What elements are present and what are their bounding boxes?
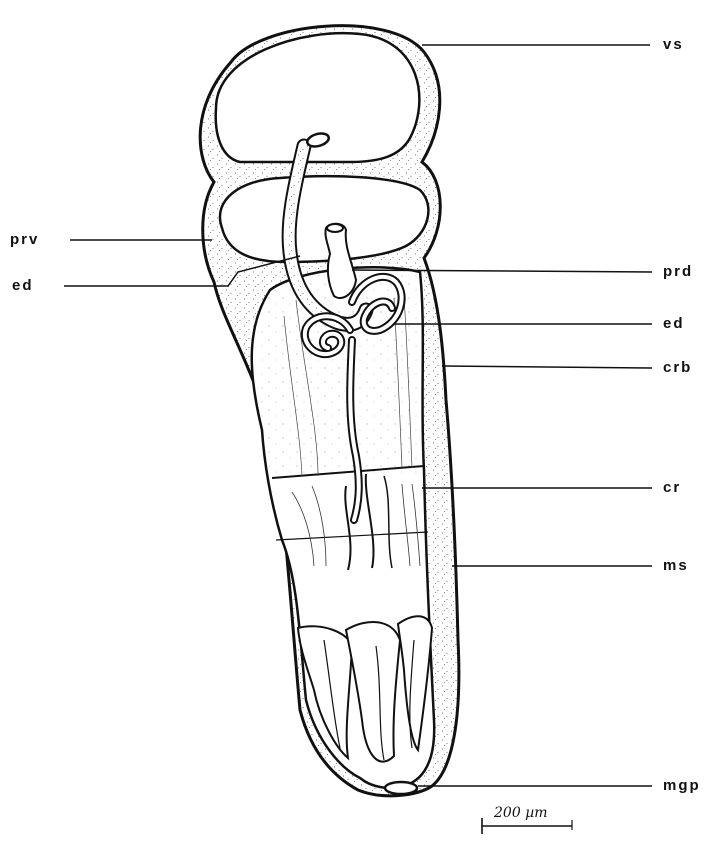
label-cr: cr: [663, 480, 681, 495]
label-prd: prd: [663, 264, 693, 279]
label-prv: prv: [10, 232, 39, 247]
label-ed-left: ed: [12, 278, 34, 293]
prostatic-tip: [327, 224, 343, 232]
label-vs: vs: [663, 37, 684, 52]
leader-crb: [442, 366, 652, 368]
label-ms: ms: [663, 558, 689, 573]
label-mgp: mgp: [663, 778, 701, 793]
label-crb: crb: [663, 360, 692, 375]
middle-chamber: [220, 176, 428, 262]
posterior-opening: [385, 782, 417, 794]
label-ed-right: ed: [663, 316, 685, 331]
scale-bar-label: 200 µm: [494, 806, 548, 820]
